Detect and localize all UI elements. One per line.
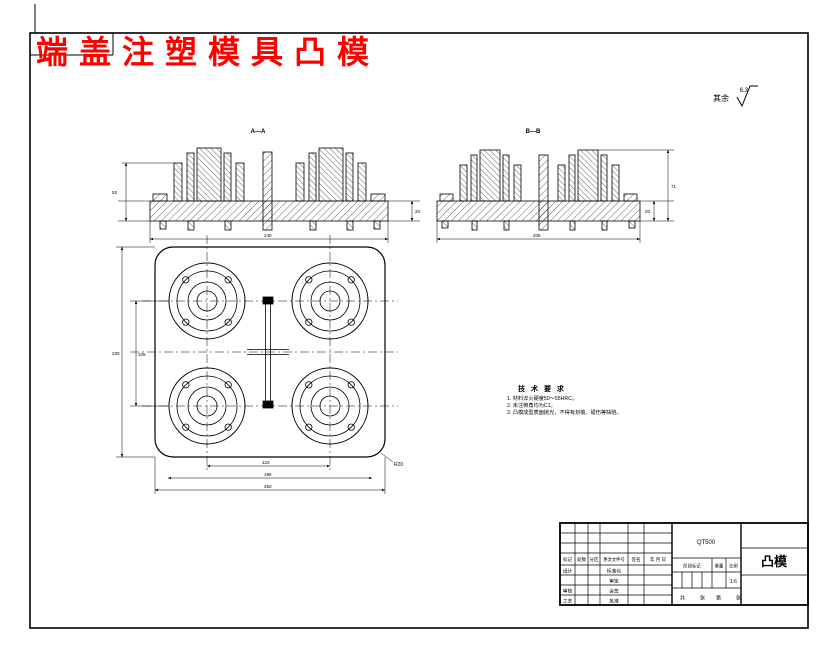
plan-dimensions: 230 105 123 196 250 R20 — [112, 246, 403, 494]
svg-text:设计: 设计 — [563, 568, 573, 575]
sprue-bush-section — [262, 151, 273, 231]
svg-text:处数: 处数 — [577, 556, 586, 563]
svg-text:分区: 分区 — [590, 556, 599, 563]
svg-text:123: 123 — [262, 460, 270, 465]
svg-text:会签: 会签 — [609, 588, 619, 595]
part-name-label: 凸模 — [761, 554, 788, 569]
corner-radius-label: R20 — [394, 462, 403, 468]
surface-finish-icon — [736, 85, 758, 108]
svg-text:审核: 审核 — [563, 588, 573, 595]
tech-item: 2. 未注倒角均为C1。 — [507, 401, 556, 409]
roughness-value: 6.3 — [740, 88, 749, 94]
svg-text:批准: 批准 — [609, 598, 619, 605]
section-a-dimensions: 53 20 240 — [112, 162, 421, 243]
gate-pad-bottom — [262, 400, 274, 409]
mold-plate-section-b — [436, 200, 641, 222]
drawing-frame — [29, 4, 809, 629]
core-pins-below — [159, 220, 381, 231]
roughness-note: 其余 6.3 — [713, 85, 758, 108]
roughness-prefix-label: 其余 — [713, 93, 729, 103]
punch-group-1 — [173, 147, 245, 202]
svg-text:196: 196 — [264, 472, 272, 477]
cavity-set-bottom-right — [291, 367, 369, 445]
name-grid — [741, 547, 808, 576]
sprue-bush-section-b — [538, 154, 549, 231]
svg-text:年 月 日: 年 月 日 — [650, 556, 666, 563]
svg-text:240: 240 — [264, 233, 272, 238]
svg-text:更改文件号: 更改文件号 — [603, 556, 624, 563]
cavity-set-top-left — [168, 262, 246, 340]
tech-item: 1. 材料淬火硬度50～55HRC。 — [507, 394, 577, 402]
svg-text:共: 共 — [680, 595, 685, 602]
core-pins-below-b — [441, 220, 636, 231]
svg-text:工艺: 工艺 — [563, 599, 573, 605]
svg-text:20: 20 — [415, 209, 421, 214]
svg-text:比例: 比例 — [729, 563, 738, 570]
punch-group-4 — [557, 149, 620, 202]
svg-text:105: 105 — [138, 352, 146, 357]
runner-channels — [247, 296, 289, 409]
section-a-label: A—A — [251, 129, 266, 135]
scale-value: 1:6 — [730, 579, 737, 585]
stage-grid — [672, 523, 742, 605]
svg-text:标准化: 标准化 — [607, 568, 622, 575]
svg-text:签名: 签名 — [632, 556, 641, 563]
section-b-dimensions: 20 71 205 — [436, 149, 677, 243]
revision-grid — [560, 523, 673, 605]
svg-text:53: 53 — [112, 190, 118, 195]
svg-text:标记: 标记 — [563, 556, 572, 563]
svg-text:250: 250 — [264, 484, 272, 489]
cavity-set-top-right — [291, 262, 369, 340]
plan-view: 230 105 123 196 250 R20 — [112, 235, 403, 494]
punch-group-2 — [295, 147, 367, 202]
svg-text:205: 205 — [533, 233, 541, 238]
drawing-title: 端盖注塑模具凸模 — [36, 33, 381, 71]
svg-text:71: 71 — [671, 184, 677, 189]
svg-text:重量: 重量 — [715, 563, 724, 570]
svg-text:审定: 审定 — [609, 578, 619, 585]
tech-requirements-heading: 技 术 要 求 — [518, 384, 566, 393]
punch-group-3 — [459, 149, 522, 202]
title-block: 标记 处数 分区 更改文件号 签名 年 月 日 设计 审核 工艺 标准化 审定 … — [559, 522, 809, 606]
section-view-a: A—A — [112, 129, 421, 243]
tech-requirements: 技 术 要 求 1. 材料淬火硬度50～55HRC。 2. 未注倒角均为C1。 … — [507, 384, 622, 416]
svg-text:张: 张 — [736, 595, 741, 602]
title-block-text: 标记 处数 分区 更改文件号 签名 年 月 日 设计 审核 工艺 标准化 审定 … — [563, 540, 788, 605]
svg-text:张: 张 — [700, 595, 705, 602]
section-view-b: B—B — [436, 129, 677, 243]
section-b-label: B—B — [526, 129, 541, 135]
gate-pad-top — [262, 296, 274, 305]
centerlines — [130, 235, 398, 470]
svg-text:230: 230 — [112, 351, 120, 356]
svg-text:第: 第 — [716, 595, 721, 602]
svg-text:阶段标记: 阶段标记 — [683, 563, 701, 570]
material-label: QT500 — [697, 540, 716, 546]
tech-item: 3. 凸模成型表面抛光，不得有划痕、碰伤等缺陷。 — [507, 408, 622, 416]
svg-text:20: 20 — [645, 209, 651, 214]
